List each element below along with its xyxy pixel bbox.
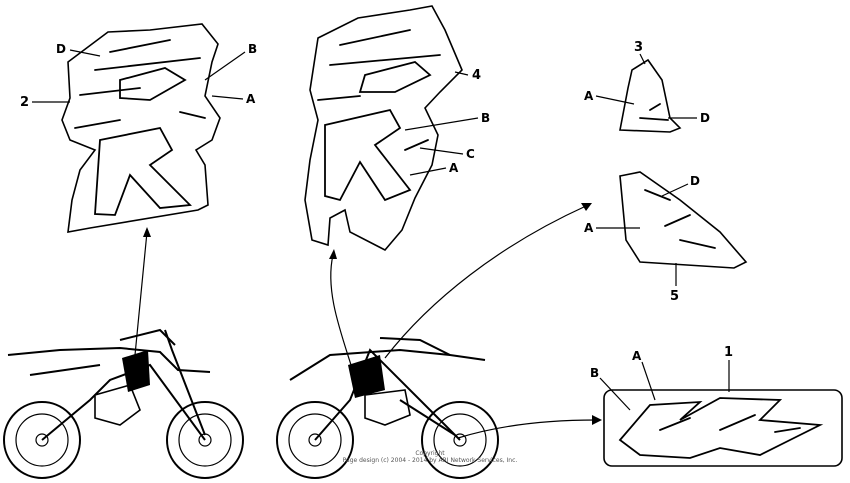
label-b: B xyxy=(248,42,257,56)
copyright-line-2: Page design (c) 2004 - 2014 by ARI Netwo… xyxy=(343,457,518,464)
triangle-decal[interactable] xyxy=(619,171,748,269)
motorcycle-left-side xyxy=(3,328,244,479)
mid-panel-callouts: 4 B C A xyxy=(404,68,490,176)
left-panel-callouts: D B A 2 xyxy=(20,42,257,110)
label-a: A xyxy=(246,92,256,106)
label-d: D xyxy=(56,42,66,56)
part-number-2: 2 xyxy=(20,95,29,110)
pointer-line-bottom xyxy=(457,419,597,439)
pointer-line-mid xyxy=(330,254,353,369)
triangle-decal-callouts: D A 5 xyxy=(584,174,700,304)
pointer-line-triangle xyxy=(384,205,587,359)
label-a: A xyxy=(584,221,594,235)
bottom-decal-callouts: 1 B A xyxy=(590,345,733,411)
right-shroud-decal[interactable] xyxy=(304,5,463,252)
small-decal-callouts: 3 A D xyxy=(584,40,710,125)
pointer-line-left xyxy=(134,231,148,356)
small-decal[interactable] xyxy=(619,58,682,133)
label-d: D xyxy=(700,111,710,125)
label-d: D xyxy=(690,174,700,188)
motorcycle-right-side xyxy=(276,337,499,479)
part-number-3: 3 xyxy=(634,40,643,55)
label-a: A xyxy=(449,161,459,175)
label-a: A xyxy=(632,349,642,363)
part-number-4: 4 xyxy=(472,68,481,83)
swingarm-decal[interactable] xyxy=(603,389,843,467)
label-c: C xyxy=(466,147,475,161)
part-number-5: 5 xyxy=(670,289,679,304)
label-b: B xyxy=(590,366,599,380)
part-number-1: 1 xyxy=(724,345,733,360)
label-b: B xyxy=(481,111,490,125)
copyright-line-1: Copyright xyxy=(415,450,445,457)
label-a: A xyxy=(584,89,594,103)
left-shroud-decal[interactable] xyxy=(61,23,221,233)
